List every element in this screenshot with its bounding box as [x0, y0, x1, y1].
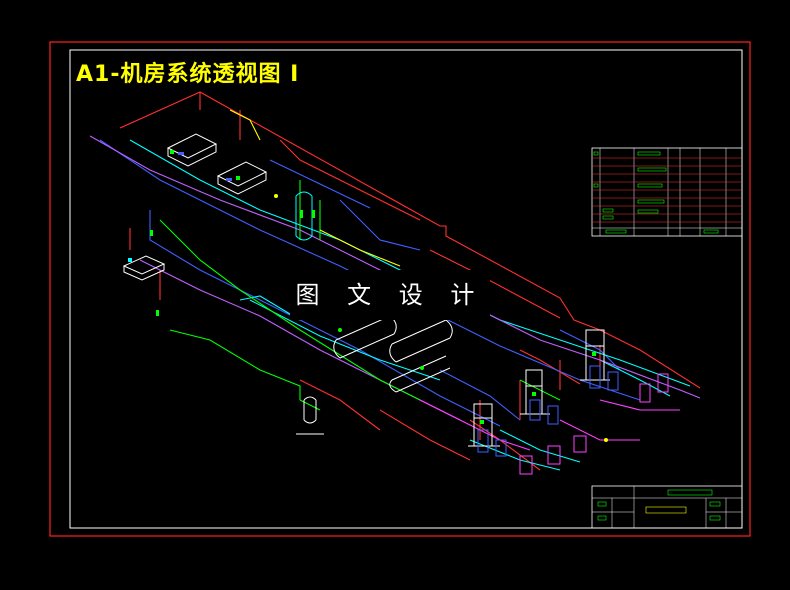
- pump-skid-row: [519, 373, 669, 475]
- pipe-green-trunk: [159, 219, 421, 411]
- vessel-horizontal-3: [389, 355, 451, 393]
- pump-unit-2: [520, 369, 550, 415]
- equipment-unit-top-1: [166, 133, 218, 167]
- equipment: [122, 133, 669, 475]
- pipe-yellow: [229, 109, 401, 267]
- equipment-unit-left: [122, 255, 166, 281]
- pump-base-2: [529, 399, 559, 425]
- equipment-unit-top-2: [216, 161, 268, 195]
- inner-frame: [69, 49, 743, 529]
- pump-unit-1: [468, 403, 500, 447]
- watermark-label: 图 文 设 计: [290, 270, 490, 320]
- pump-unit-3: [580, 329, 610, 381]
- drawing-title: A1-机房系统透视图 I: [76, 62, 300, 87]
- pipe-blue-branches: [269, 159, 621, 421]
- pipe-red-risers: [129, 92, 601, 440]
- pipe-red-trunk: [119, 91, 701, 389]
- pipe-cyan-branches: [239, 295, 671, 463]
- tank-bottom: [296, 396, 324, 435]
- tank-vertical: [295, 191, 313, 241]
- vessel-horizontal-2: [389, 319, 453, 363]
- vessel-horizontal-1: [333, 315, 397, 359]
- outer-frame: [49, 41, 751, 537]
- fittings: [128, 150, 608, 442]
- pump-base-1: [477, 429, 507, 457]
- title-block: [591, 485, 743, 529]
- pipe-magenta-branches: [419, 399, 680, 451]
- equipment-table: [591, 147, 743, 237]
- pump-base-3: [589, 365, 619, 391]
